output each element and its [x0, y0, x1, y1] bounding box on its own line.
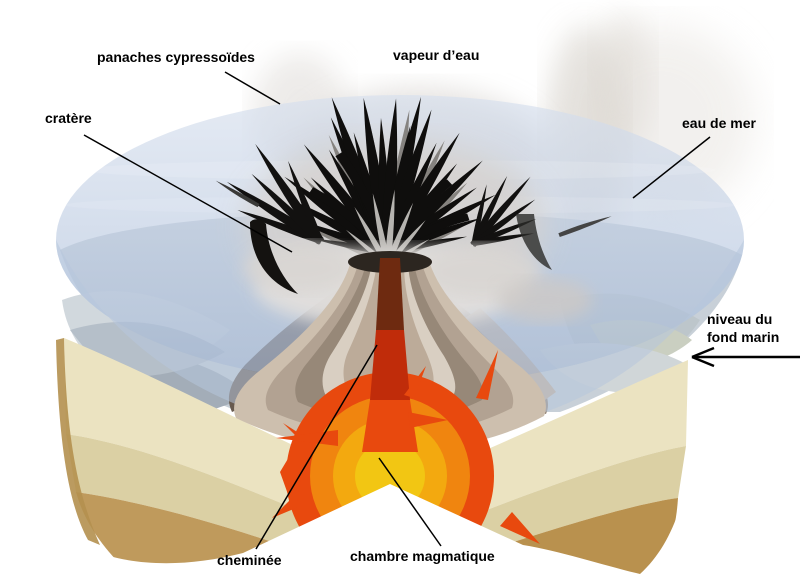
crater-arc: [250, 214, 552, 294]
eruption-jets: [214, 95, 613, 328]
leader-eau-de-mer: [632, 136, 711, 199]
label-eau-de-mer: eau de mer: [682, 115, 756, 131]
label-cratere: cratère: [45, 110, 92, 126]
leader-panaches: [224, 71, 281, 105]
leader-cheminee: [255, 344, 378, 550]
label-chambre-magmatique: chambre magmatique: [350, 548, 495, 564]
label-niveau-fond-marin: niveau du fond marin: [707, 311, 780, 345]
seafloor-level-arrow: [691, 346, 800, 368]
label-vapeur-d-eau: vapeur d’eau: [393, 47, 480, 63]
leader-lines: [83, 71, 711, 550]
label-panaches-cypressoides: panaches cypressoïdes: [97, 49, 255, 65]
magma-conduit: [362, 258, 418, 452]
water-wall: [56, 240, 744, 435]
leader-cratere: [83, 134, 293, 253]
magma-dikes: [272, 350, 540, 544]
label-cheminee: cheminée: [217, 552, 282, 568]
leader-chambre: [378, 457, 442, 547]
